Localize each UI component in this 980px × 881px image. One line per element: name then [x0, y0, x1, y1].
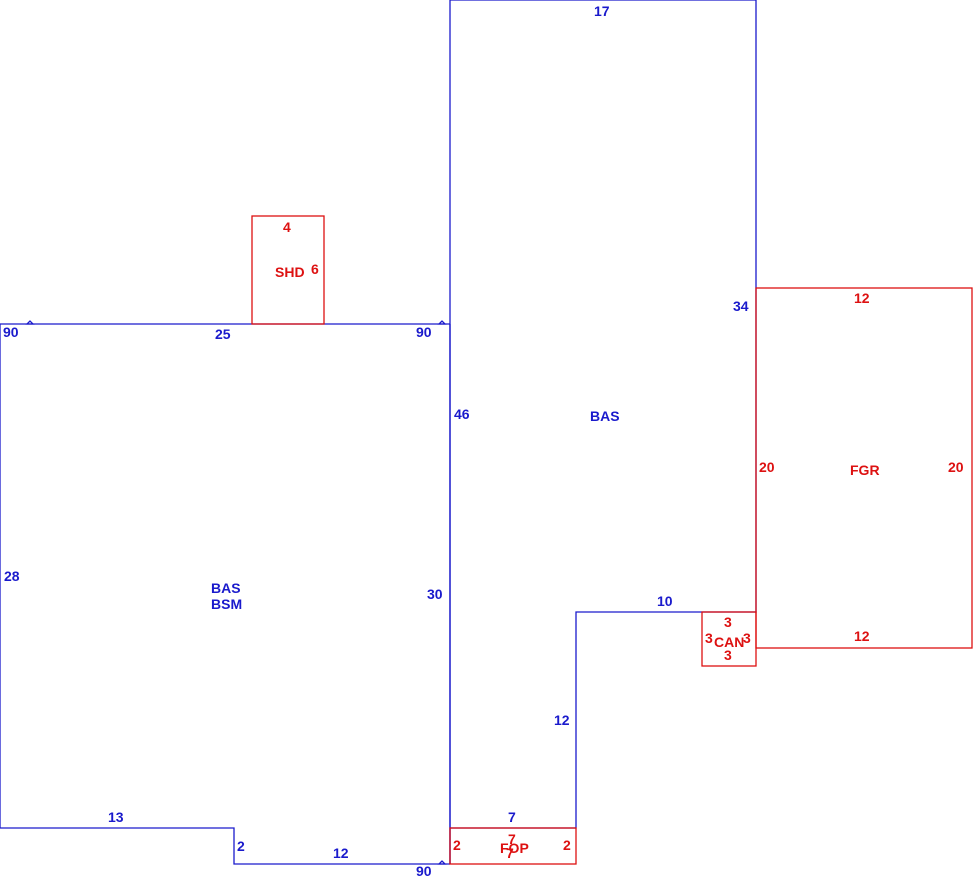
dim-inner-30: 30 [427, 586, 443, 602]
left-wing-outline [0, 323, 450, 865]
dim-angle-tr: 90 [416, 324, 432, 340]
dim-bottom-2: 2 [237, 838, 245, 854]
dim-can-right: 3 [743, 630, 751, 646]
dim-bottom-12: 12 [333, 845, 349, 861]
dim-left: 28 [4, 568, 20, 584]
dim-garage-left: 20 [759, 459, 775, 475]
dim-can-bottom: 3 [724, 647, 732, 663]
dim-right: 34 [733, 298, 749, 314]
angle-marker-tr [437, 320, 447, 325]
area-label-garage: FGR [850, 462, 880, 478]
dim-porch-right: 2 [563, 837, 571, 853]
area-label-canopy: CAN [714, 634, 744, 650]
dim-can-left: 3 [705, 630, 713, 646]
shed-outline [251, 215, 325, 325]
dim-shed-6: 6 [311, 261, 319, 277]
porch-outline [449, 827, 577, 865]
angle-marker-tl [25, 320, 35, 325]
dim-angle-bottom: 90 [416, 863, 432, 879]
dim-step-12: 12 [554, 712, 570, 728]
dim-step-10: 10 [657, 593, 673, 609]
dim-shed-4: 4 [283, 219, 291, 235]
dim-bottom-13: 13 [108, 809, 124, 825]
dim-garage-bottom: 12 [854, 628, 870, 644]
canopy-outline [701, 611, 757, 667]
dim-porch-left: 2 [453, 837, 461, 853]
dim-angle-tl: 90 [3, 324, 19, 340]
dim-porch-bottom: 7 [506, 845, 514, 861]
dim-can-top: 3 [724, 614, 732, 630]
dim-left-top: 25 [215, 326, 231, 342]
area-label-shed: SHD [275, 264, 305, 280]
area-label-porch: FOP [500, 840, 529, 856]
angle-marker-bottom [437, 860, 447, 865]
dim-garage-right: 20 [948, 459, 964, 475]
dim-garage-top: 12 [854, 290, 870, 306]
area-label-bas-right: BAS [590, 408, 620, 424]
dim-inner-46: 46 [454, 406, 470, 422]
dim-porch-top: 7 [508, 831, 516, 847]
garage-outline [755, 287, 973, 649]
right-wing-outline [449, 0, 757, 864]
dim-top: 17 [594, 3, 610, 19]
dim-bottom-7: 7 [508, 809, 516, 825]
area-label-bsm-left: BSM [211, 596, 242, 612]
area-label-bas-left: BAS [211, 580, 241, 596]
